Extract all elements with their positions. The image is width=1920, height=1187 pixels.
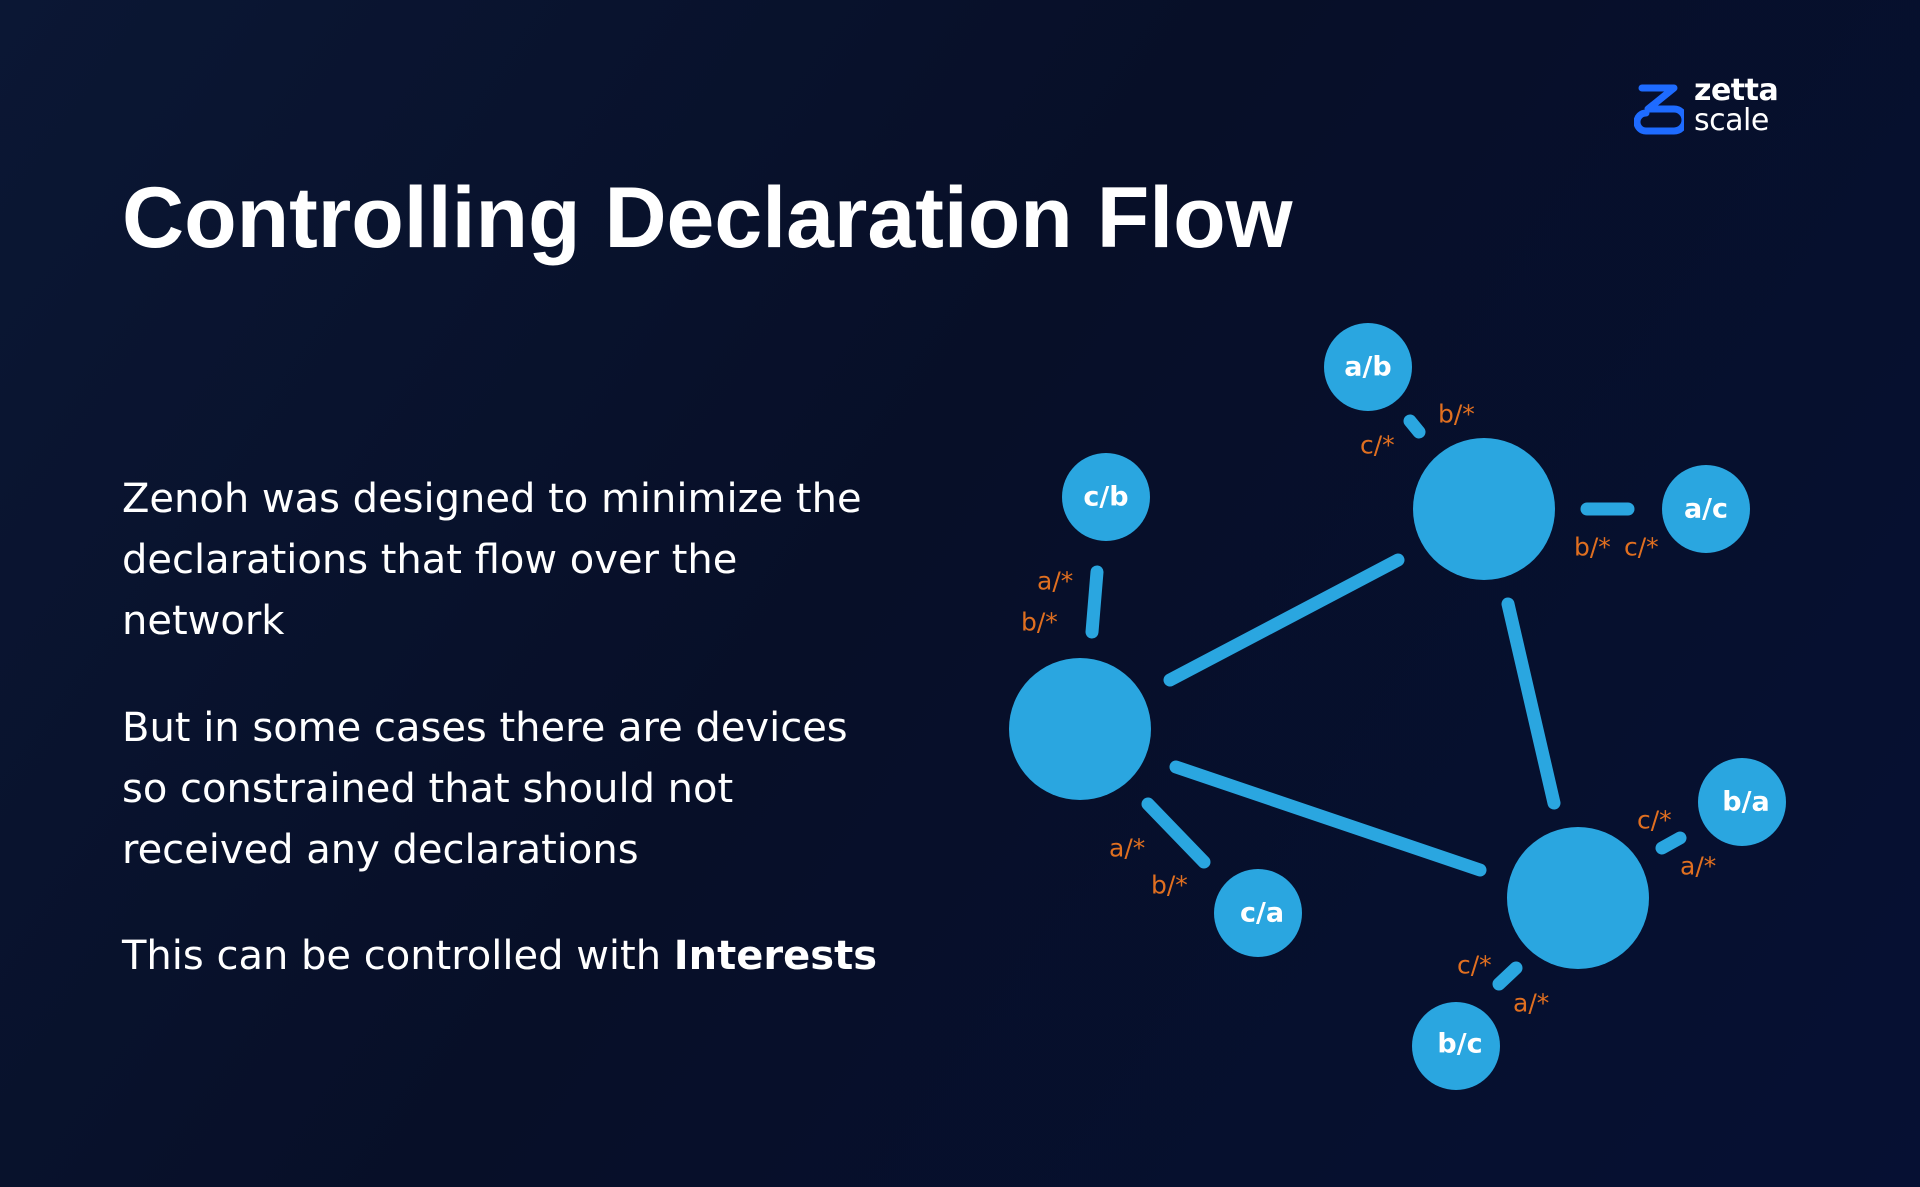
router-top [1413, 438, 1555, 580]
link-left-top-router [1163, 553, 1405, 687]
client-label-ba: b/a [1722, 787, 1769, 818]
client-node-bc: b/c [1412, 1002, 1500, 1090]
client-node-ca: c/a [1214, 869, 1302, 957]
paragraph-interests-prefix: This can be controlled with [122, 933, 674, 979]
client-label-cb: c/b [1083, 482, 1128, 513]
client-label-ab: a/b [1344, 352, 1391, 383]
zettascale-logo: zetta scale [1634, 76, 1794, 140]
interests-keyword: Interests [673, 933, 877, 979]
interest-ba-2: a/* [1680, 852, 1716, 881]
logo-wordmark-line2: scale [1694, 103, 1769, 138]
interest-ba-1: c/* [1637, 806, 1672, 835]
client-label-ac: a/c [1684, 494, 1728, 525]
interest-cb-1: a/* [1037, 567, 1073, 596]
interest-ac-1: b/* [1574, 533, 1611, 562]
router-left [1009, 658, 1151, 800]
interest-ca-2: b/* [1151, 871, 1188, 900]
link-client-ca [1141, 797, 1211, 869]
router-bottom [1507, 827, 1649, 969]
slide-title: Controlling Declaration Flow [122, 170, 1293, 266]
paragraph-interests: This can be controlled with Interests [122, 926, 902, 987]
interest-bc-1: c/* [1457, 951, 1492, 980]
logo-wordmark: zetta scale [1694, 73, 1779, 138]
link-client-cb [1085, 565, 1104, 639]
link-client-ba [1655, 831, 1687, 855]
interest-cb-2: b/* [1021, 608, 1058, 637]
link-client-bc [1492, 961, 1523, 991]
link-client-ab [1403, 414, 1426, 439]
interest-bc-2: a/* [1513, 989, 1549, 1018]
interest-ab-2: c/* [1360, 431, 1395, 460]
client-node-cb: c/b [1062, 453, 1150, 541]
client-label-ca: c/a [1240, 898, 1284, 929]
paragraph-constrained-devices: But in some cases there are devices so c… [122, 705, 848, 873]
link-top-bottom-router [1501, 597, 1561, 810]
client-label-bc: b/c [1437, 1029, 1482, 1060]
client-node-ba: b/a [1698, 758, 1786, 846]
interest-ca-1: a/* [1109, 834, 1145, 863]
client-node-ab: a/b [1324, 323, 1412, 411]
zettascale-logo-icon [1634, 84, 1684, 135]
logo-wordmark-line1: zetta [1694, 73, 1779, 108]
interest-ac-2: c/* [1624, 533, 1659, 562]
paragraph-design-goal: Zenoh was designed to minimize the decla… [122, 476, 862, 644]
client-node-ac: a/c [1662, 465, 1750, 553]
interest-ab-1: b/* [1438, 400, 1475, 429]
link-left-bottom-router [1169, 760, 1487, 877]
